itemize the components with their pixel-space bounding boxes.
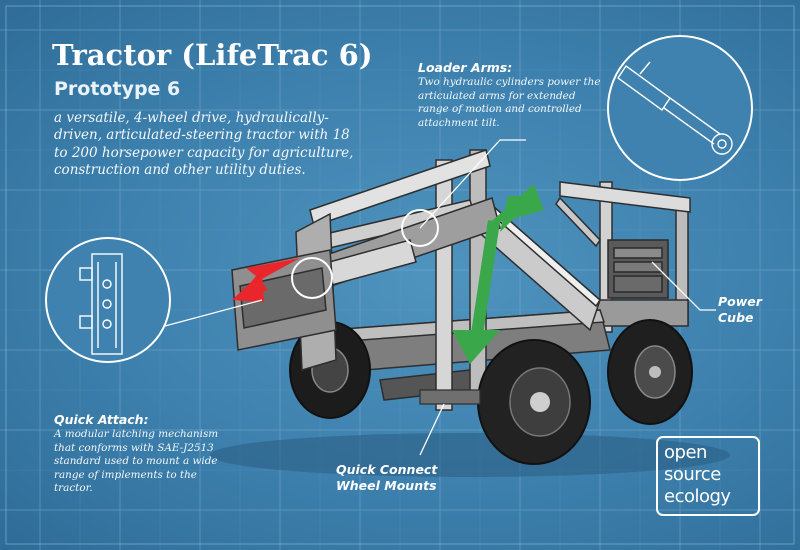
quick-attach-title: Quick Attach: (54, 412, 149, 427)
quick-attach-text: A modular latching mechanism that confor… (54, 428, 219, 495)
lift-arrow-green (452, 184, 544, 364)
callout-leaders (149, 139, 716, 456)
page-title: Tractor (LifeTrac 6) (52, 38, 373, 72)
wheel-mounts-label-line1: Quick Connect (336, 462, 438, 477)
wheel-mount-hub (419, 389, 481, 405)
power-cube-label-line2: Cube (718, 310, 754, 325)
loader-arms-title: Loader Arms: (418, 60, 513, 75)
quick-attach-detail-lens (45, 237, 171, 363)
logo-line-3: ecology (664, 486, 731, 507)
rear-wheel (607, 319, 693, 425)
loader-arms-text: Two hydraulic cylinders power the articu… (418, 76, 601, 129)
ground-shadow (210, 433, 730, 477)
wheel-mounts-label-line2: Wheel Mounts (336, 478, 437, 493)
power-cube-label-line1: Power (718, 294, 762, 309)
cylinder-detail-lens (607, 35, 753, 181)
tractor-description: a versatile, 4-wheel drive, hydraulicall… (54, 110, 354, 179)
page-subtitle: Prototype 6 (54, 78, 181, 100)
loader-arm (299, 197, 601, 332)
tilt-arrow-red-head (232, 272, 264, 302)
logo-line-2: source (664, 464, 721, 485)
open-source-ecology-logo: open source ecology (656, 436, 760, 516)
power-cube (607, 239, 669, 299)
front-wheel (477, 339, 591, 465)
logo-line-1: open (664, 442, 707, 463)
